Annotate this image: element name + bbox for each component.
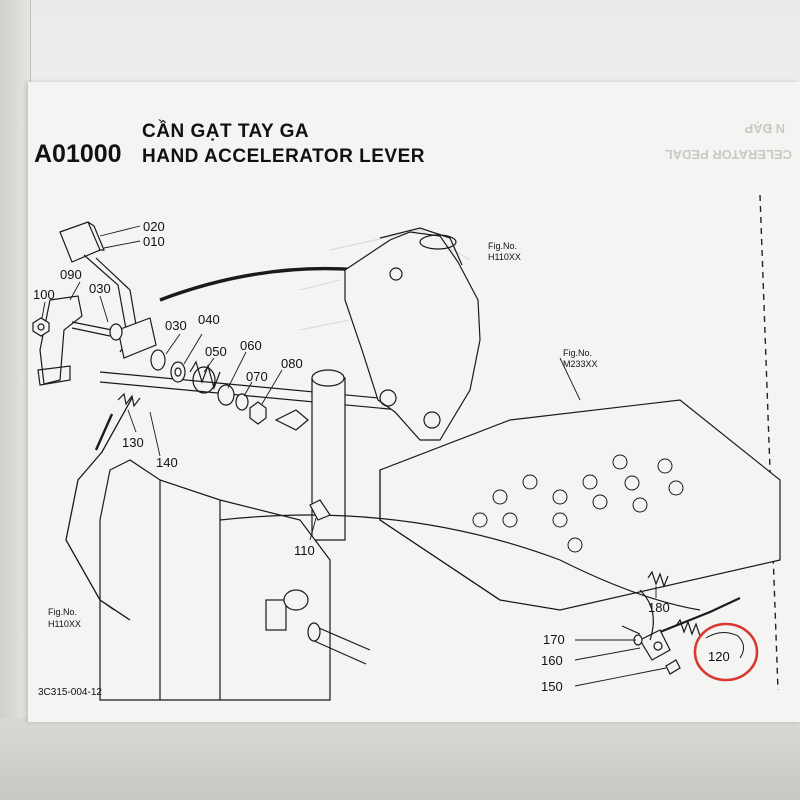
part-150: 150 (541, 679, 563, 694)
part-020: 020 (143, 219, 165, 234)
part-090: 090 (60, 267, 82, 282)
drawing-linework (32, 221, 781, 701)
section-code: A01000 (34, 140, 122, 168)
document-number: 3C315-004-12 (38, 687, 102, 698)
part-140: 140 (156, 455, 178, 470)
part-180: 180 (648, 600, 670, 615)
pen-mark (705, 632, 744, 659)
bleed-through-text-2: CELERATOR PEDAL (665, 147, 792, 162)
bleed-through-text-1: N ĐẠP (744, 121, 785, 136)
fig-ref-2-label: Fig.No. (563, 348, 592, 358)
fig-ref-2-code: M233XX (563, 359, 598, 369)
part-040: 040 (198, 312, 220, 327)
part-070: 070 (246, 369, 268, 384)
leader-lines (41, 225, 667, 687)
fig-ref-3-code: H110XX (48, 619, 81, 629)
page-bottom-shadow (0, 718, 800, 800)
title-english: HAND ACCELERATOR LEVER (142, 146, 425, 167)
part-030-right: 030 (165, 318, 187, 333)
part-120: 120 (708, 649, 730, 664)
fig-ref-3-label: Fig.No. (48, 607, 77, 617)
part-030-left: 030 (89, 281, 111, 296)
part-060: 060 (240, 338, 262, 353)
part-100: 100 (33, 287, 55, 302)
part-010: 010 (143, 234, 165, 249)
fig-ref-1-label: Fig.No. (488, 241, 517, 251)
part-160: 160 (541, 653, 563, 668)
part-170: 170 (543, 632, 565, 647)
highlight-circle (693, 622, 759, 682)
part-130: 130 (122, 435, 144, 450)
fig-ref-1-code: H110XX (488, 252, 521, 262)
part-110: 110 (294, 543, 315, 558)
part-050: 050 (205, 344, 227, 359)
part-080: 080 (281, 356, 303, 371)
title-vietnamese: CẦN GẠT TAY GA (142, 120, 309, 142)
dashed-boundary (759, 194, 779, 691)
